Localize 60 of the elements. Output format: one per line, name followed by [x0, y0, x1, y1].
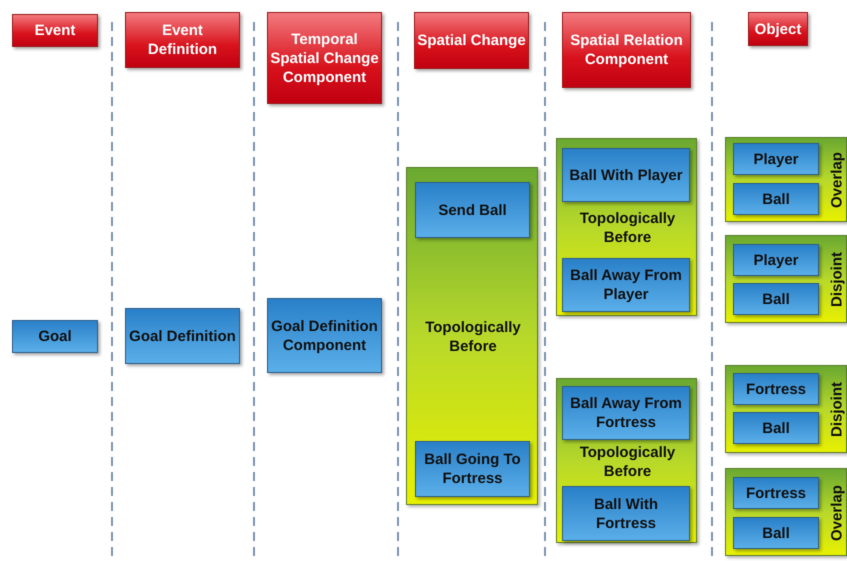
concept-box	[733, 517, 819, 549]
header-label: Event Definition	[146, 21, 218, 60]
concept-box	[12, 320, 98, 353]
relation-label: Overlap	[828, 151, 846, 210]
relation-label: Overlap	[828, 484, 846, 543]
relation-label: Disjoint	[828, 251, 846, 310]
relation-panel	[406, 167, 538, 505]
concept-box	[125, 308, 240, 364]
concept-box	[562, 386, 690, 440]
header-box	[125, 12, 240, 68]
concept-label: Ball	[761, 524, 791, 544]
concept-label: Ball With Fortress	[592, 494, 660, 534]
concept-box	[733, 283, 819, 315]
concept-label: Fortress	[744, 380, 808, 400]
header-box	[414, 12, 529, 69]
header-box	[267, 12, 382, 104]
concept-box	[562, 258, 690, 312]
concept-box	[733, 477, 819, 509]
relation-panel	[556, 138, 697, 316]
relation-label: Topologically Before	[424, 318, 522, 357]
concept-box	[415, 441, 530, 497]
header-box	[748, 12, 808, 46]
header-label: Temporal Spatial Change Component	[269, 30, 380, 88]
concept-box	[733, 412, 819, 444]
concept-box	[562, 486, 690, 541]
relation-panel	[725, 235, 847, 323]
relation-panel	[725, 137, 847, 222]
relation-label: Topologically Before	[578, 443, 676, 482]
relation-panel	[725, 468, 847, 556]
header-label: Event	[34, 21, 76, 41]
relation-panel	[556, 378, 697, 543]
concept-label: Ball	[761, 190, 791, 210]
concept-box	[415, 182, 530, 238]
concept-box	[733, 373, 819, 405]
header-box	[12, 14, 98, 47]
concept-label: Ball	[761, 290, 791, 310]
relation-panel	[725, 365, 847, 453]
concept-box	[733, 244, 819, 276]
concept-label: Ball Away From Player	[569, 266, 683, 305]
concept-box	[733, 143, 819, 175]
concept-label: Goal Definition	[128, 326, 237, 346]
concept-label: Goal	[37, 327, 73, 347]
concept-box	[562, 148, 690, 202]
concept-box	[733, 183, 819, 215]
concept-label: Ball Away From Fortress	[569, 394, 683, 433]
concept-label: Player	[752, 150, 800, 170]
header-box	[562, 12, 691, 88]
concept-label: Fortress	[744, 484, 808, 504]
relation-label: Disjoint	[828, 381, 846, 440]
concept-label: Ball	[761, 418, 791, 438]
concept-label: Ball Going To Fortress	[423, 450, 522, 489]
concept-label: Goal Definition Component	[270, 316, 379, 356]
concept-box	[267, 298, 382, 373]
concept-label: Ball With Player	[568, 166, 684, 186]
header-label: Spatial Change	[416, 31, 527, 51]
concept-label: Player	[752, 250, 800, 270]
header-label: Object	[754, 20, 802, 40]
header-label: Spatial Relation Component	[569, 31, 684, 70]
concept-label: Send Ball	[437, 200, 508, 220]
relation-label: Topologically Before	[578, 209, 676, 248]
